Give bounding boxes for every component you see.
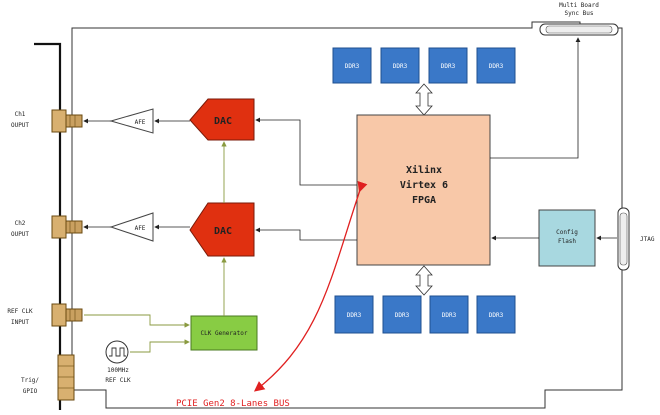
pcie-bus-arrow xyxy=(253,180,368,392)
osc-to-clkgen-link xyxy=(130,339,190,353)
ddr3-top-row: DDR3 DDR3 DDR3 DDR3 xyxy=(332,47,516,84)
panel-bracket xyxy=(34,42,62,410)
fpga-sync-bus-link xyxy=(490,37,581,159)
config-flash-label-1: Config xyxy=(556,229,578,236)
ddr3-chip: DDR3 xyxy=(395,312,410,319)
sync-bus-connector[interactable] xyxy=(539,23,619,36)
dac-bottom-label: DAC xyxy=(214,226,232,237)
afe-top-block xyxy=(109,108,154,134)
afe-top-label: AFE xyxy=(135,119,146,126)
ch1-sma-connector[interactable] xyxy=(51,109,83,133)
clk-generator-block xyxy=(190,315,258,351)
fpga-label-2: Virtex 6 xyxy=(400,179,448,191)
ref-clk-to-clkgen-link xyxy=(84,314,190,328)
ddr3-chip: DDR3 xyxy=(442,312,457,319)
ddr3-chip: DDR3 xyxy=(489,63,504,70)
ch1-label-1: Ch1 xyxy=(15,111,26,118)
trig-label-1: Trig/ xyxy=(21,377,39,384)
trig-gpio-connector[interactable] xyxy=(57,354,75,401)
osc-label-2: REF CLK xyxy=(105,377,131,384)
jtag-connector[interactable] xyxy=(617,207,630,271)
dac-top-label: DAC xyxy=(214,116,232,127)
fpga-label-1: Xilinx xyxy=(406,164,442,176)
fpga-block xyxy=(356,114,491,266)
ch2-label-2: OUPUT xyxy=(11,231,29,238)
fpga-dac-bottom-link xyxy=(255,227,357,241)
board-outline xyxy=(71,21,623,409)
clk-generator-label: CLK Generator xyxy=(201,330,248,337)
ddr3-chip: DDR3 xyxy=(441,63,456,70)
ddr3-chip: DDR3 xyxy=(489,312,504,319)
trig-label-2: GPIO xyxy=(23,388,38,395)
jtag-label: JTAG xyxy=(640,236,655,243)
config-flash-block xyxy=(538,209,596,267)
sync-bus-label-2: Sync Bus xyxy=(565,10,594,17)
config-flash-label-2: Flash xyxy=(558,238,576,245)
ref-clk-label-2: INPUT xyxy=(11,319,29,326)
fpga-ddr-top-double-arrow xyxy=(415,83,433,116)
ch2-sma-connector[interactable] xyxy=(51,215,83,239)
ref-clk-label-1: REF CLK xyxy=(7,308,33,315)
fpga-label-3: FPGA xyxy=(412,195,436,206)
ddr3-chip: DDR3 xyxy=(393,63,408,70)
ch1-label-2: OUPUT xyxy=(11,122,29,129)
pcie-bus-label: PCIE Gen2 8-Lanes BUS xyxy=(176,399,290,409)
afe-bottom-label: AFE xyxy=(135,225,146,232)
ddr3-chip: DDR3 xyxy=(345,63,360,70)
afe-bottom-block xyxy=(109,212,154,242)
ch2-label-1: Ch2 xyxy=(15,220,26,227)
dac-top-block xyxy=(189,98,255,141)
ddr3-chip: DDR3 xyxy=(347,312,362,319)
osc-label-1: 100MHz xyxy=(107,367,129,374)
sync-bus-label-1: Multi Board xyxy=(559,2,599,9)
fpga-ddr-bottom-double-arrow xyxy=(415,265,433,296)
ref-clk-sma-connector[interactable] xyxy=(51,303,83,327)
fpga-dac-top-link xyxy=(255,117,357,186)
oscillator-icon xyxy=(105,340,129,364)
ddr3-bottom-row: DDR3 DDR3 DDR3 DDR3 xyxy=(334,295,516,334)
